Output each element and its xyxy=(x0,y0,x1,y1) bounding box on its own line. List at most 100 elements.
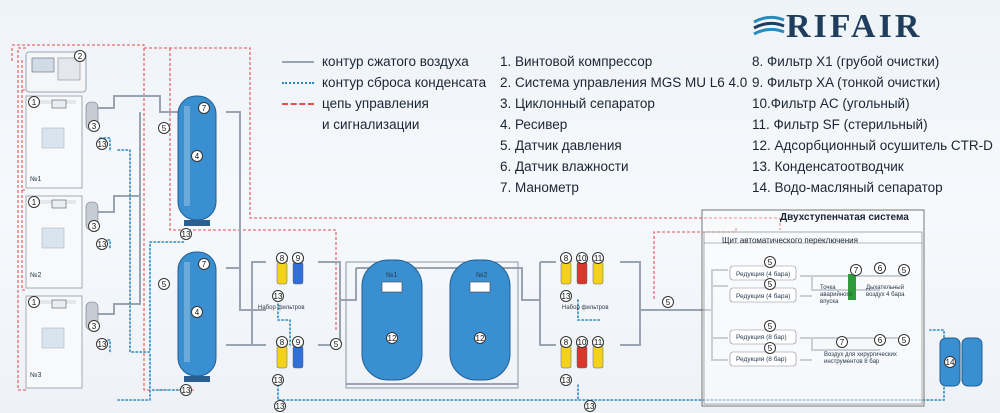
air-line xyxy=(86,112,141,213)
callout-number: 7 xyxy=(840,338,845,347)
component-item: 6. Датчик влажности xyxy=(500,159,629,174)
emergency-point-label: Точка аварийного впуска xyxy=(820,285,852,305)
callout-number: 1 xyxy=(32,198,37,207)
component-item: 5. Датчик давления xyxy=(500,138,622,153)
condensate-line xyxy=(99,137,111,151)
callout-number: 3 xyxy=(92,322,97,331)
filter-bowl xyxy=(292,261,304,285)
dryer-gauge xyxy=(469,281,491,293)
callout-circle xyxy=(764,342,776,354)
component-item: 11. Фильтр SF (стерильный) xyxy=(752,117,928,132)
callout-circle xyxy=(944,356,956,368)
callout-number: 3 xyxy=(92,222,97,231)
component-item: 12. Адсорбционный осушитель CTR-D xyxy=(752,138,993,153)
control-line xyxy=(21,90,26,191)
filter-bowl xyxy=(576,261,588,285)
callout-number: 13 xyxy=(276,402,285,411)
component-item: 4. Ресивер xyxy=(500,117,568,132)
callout-number: 4 xyxy=(195,308,200,317)
callout-number: 13 xyxy=(98,240,107,249)
callout-circle xyxy=(836,336,848,348)
reduction-label: Редукция (4 бара) xyxy=(736,293,791,300)
callout-number: 13 xyxy=(586,402,595,411)
component-item: 9. Фильтр XA (тонкой очистки) xyxy=(752,75,941,90)
callout-circle xyxy=(276,336,288,348)
callout-circle xyxy=(96,138,108,150)
callout-circle xyxy=(180,228,192,240)
callout-number: 8 xyxy=(564,338,569,347)
callout-circle xyxy=(560,336,572,348)
callout-circle xyxy=(198,102,210,114)
callout-circle xyxy=(274,400,286,412)
callout-circle xyxy=(292,252,304,264)
callout-circle xyxy=(874,334,886,346)
callout-number: 12 xyxy=(388,334,397,343)
legend-item-control-cont: и сигнализации xyxy=(282,114,486,135)
air-line xyxy=(340,268,357,301)
receiver-highlight xyxy=(184,262,190,362)
compressor-panel xyxy=(41,227,65,249)
control-line xyxy=(169,48,337,330)
callout-number: 13 xyxy=(274,292,283,301)
dryer-frame xyxy=(345,261,519,389)
brand-logo: RIFAIR xyxy=(752,8,922,46)
component-item: 3. Циклонный сепаратор xyxy=(500,96,655,111)
components-list-right: 8. Фильтр X1 (грубой очистки) 9. Фильтр … xyxy=(752,51,993,198)
callout-number: 5 xyxy=(334,340,339,349)
compressor-number: №2 xyxy=(30,272,42,279)
air-line xyxy=(86,196,141,315)
compressor-number: №3 xyxy=(30,372,42,379)
callout-circle xyxy=(88,320,100,332)
callout-circle xyxy=(592,252,604,264)
callout-number: 11 xyxy=(594,254,603,263)
callout-circle xyxy=(898,264,910,276)
filter-bowl xyxy=(560,261,572,285)
receiver-base xyxy=(184,376,210,382)
callout-number: 2 xyxy=(78,52,83,61)
callout-circle xyxy=(88,120,100,132)
control-line xyxy=(653,228,737,300)
callout-circle xyxy=(576,252,588,264)
callout-circle xyxy=(272,374,284,386)
filter-set-label-left: Набор фильтров xyxy=(258,305,305,311)
control-line xyxy=(21,60,26,91)
callout-circle xyxy=(292,336,304,348)
legend-item-condensate: контур сброса конденсата xyxy=(282,72,486,93)
legend-swatch-condensate xyxy=(282,81,314,84)
callout-circle xyxy=(560,290,572,302)
callout-circle xyxy=(330,338,342,350)
callout-number: 9 xyxy=(296,254,301,263)
system-title: Двухступенчатая система xyxy=(780,212,909,223)
callout-circle xyxy=(764,320,776,332)
compressor-number: №1 xyxy=(30,176,42,183)
callout-number: 13 xyxy=(182,386,191,395)
component-item: 10.Фильтр AC (угольный) xyxy=(752,96,910,111)
surgical-air-label: Воздух для хирургических инструментов 8 … xyxy=(824,352,897,365)
callout-number: 5 xyxy=(162,124,167,133)
component-item: 7. Манометр xyxy=(500,180,579,195)
brand-name: RIFAIR xyxy=(786,8,923,45)
callout-number: 13 xyxy=(562,376,571,385)
legend: контур сжатого воздуха контур сброса кон… xyxy=(282,51,486,135)
air-line xyxy=(356,267,540,301)
air-line xyxy=(226,261,266,346)
callout-circle xyxy=(850,264,862,276)
air-line xyxy=(800,337,880,351)
callout-circle xyxy=(898,334,910,346)
legend-label: контур сброса конденсата xyxy=(322,75,487,90)
filter-bowl xyxy=(292,345,304,369)
dryer-number: №1 xyxy=(386,272,398,279)
receiver-highlight xyxy=(184,106,190,206)
callout-circle xyxy=(662,296,674,308)
air-line xyxy=(620,261,641,346)
callout-number: 8 xyxy=(280,338,285,347)
callout-circle xyxy=(28,96,40,108)
callout-number: 6 xyxy=(878,336,883,345)
callout-number: 13 xyxy=(98,340,107,349)
callout-number: 7 xyxy=(202,260,207,269)
callout-circle xyxy=(592,336,604,348)
component-item: 8. Фильтр X1 (грубой очистки) xyxy=(752,54,940,69)
callout-circle xyxy=(764,256,776,268)
condensate-line xyxy=(577,299,601,321)
